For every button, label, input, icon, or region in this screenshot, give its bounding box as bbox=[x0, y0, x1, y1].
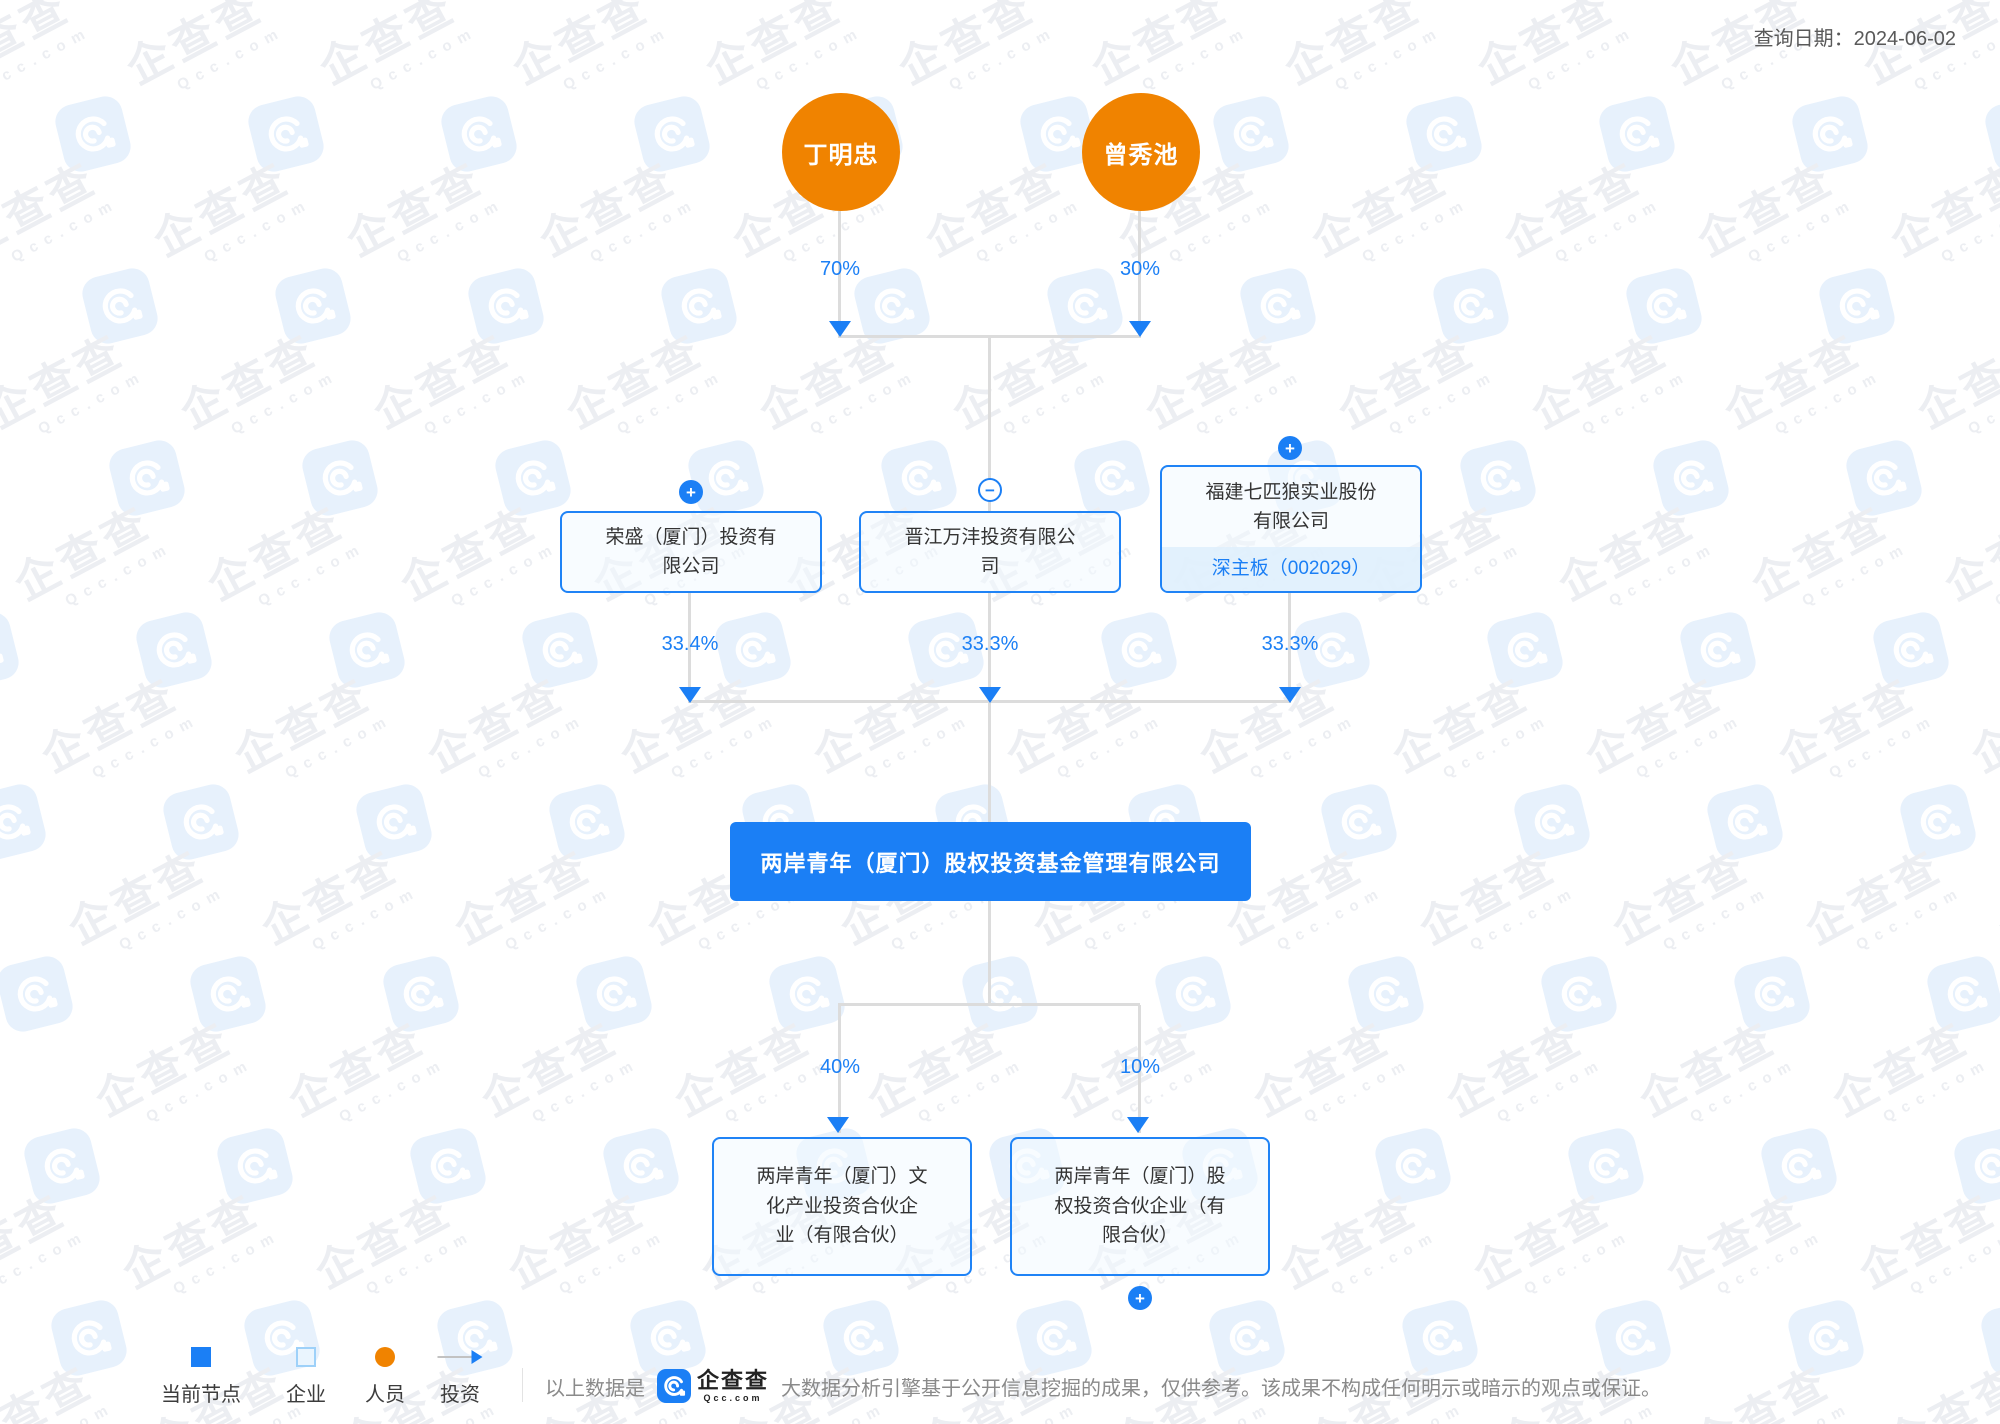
connector-line bbox=[838, 335, 1141, 338]
person-node-shareholder-1[interactable]: 丁明忠 bbox=[782, 93, 900, 211]
legend-investment: 投资 bbox=[437, 1347, 483, 1407]
arrow-down-icon bbox=[979, 687, 1001, 703]
connector-line bbox=[838, 1003, 1140, 1006]
listing-badge[interactable]: 深主板（002029） bbox=[1162, 547, 1420, 591]
arrow-down-icon bbox=[829, 321, 851, 337]
arrow-down-icon bbox=[679, 687, 701, 703]
disclaimer-text: 大数据分析引擎基于公开信息挖掘的成果，仅供参考。该成果不构成任何明示或暗示的观点… bbox=[781, 1377, 1662, 1400]
connector-line bbox=[1138, 1005, 1141, 1133]
query-date: 查询日期：2024-06-02 bbox=[1753, 28, 1956, 50]
share-percent-label: 33.3% bbox=[961, 633, 1019, 655]
expand-icon[interactable]: + bbox=[679, 480, 703, 504]
connector-line bbox=[1288, 593, 1291, 703]
current-node-swatch-icon bbox=[191, 1347, 211, 1367]
share-percent-label: 30% bbox=[1119, 258, 1161, 280]
share-percent-label: 40% bbox=[819, 1056, 861, 1078]
arrow-down-icon bbox=[1129, 321, 1151, 337]
share-percent-label: 33.3% bbox=[1261, 633, 1319, 655]
company-node-qipilang[interactable]: 福建七匹狼实业股份 有限公司 深主板（002029） bbox=[1160, 465, 1422, 593]
share-percent-label: 10% bbox=[1119, 1056, 1161, 1078]
legend-current-node: 当前节点 bbox=[161, 1347, 241, 1407]
legend-label: 当前节点 bbox=[161, 1384, 241, 1406]
qcc-logo-icon bbox=[657, 1369, 691, 1403]
disclaimer-footer: 以上数据是 企查查 Qcc.com 大数据分析引擎基于公开信息挖掘的成果，仅供参… bbox=[545, 1369, 1661, 1403]
person-node-shareholder-2[interactable]: 曾秀池 bbox=[1082, 93, 1200, 211]
disclaimer-prefix: 以上数据是 bbox=[545, 1377, 645, 1400]
connector-line bbox=[838, 1005, 841, 1133]
legend-label: 投资 bbox=[440, 1384, 480, 1406]
company-node-equity-partnership[interactable]: 两岸青年（厦门）股 权投资合伙企业（有 限合伙） bbox=[1010, 1137, 1270, 1276]
connector-line bbox=[988, 338, 991, 511]
arrow-down-icon bbox=[827, 1117, 849, 1133]
share-percent-label: 70% bbox=[819, 258, 861, 280]
qcc-brand-badge: 企查查 Qcc.com bbox=[657, 1369, 769, 1403]
company-node-jinjiangwanfeng[interactable]: 晋江万沣投资有限公 司 bbox=[859, 511, 1121, 593]
qcc-brand-name: 企查查 Qcc.com bbox=[697, 1367, 770, 1403]
arrow-down-icon bbox=[1127, 1117, 1149, 1133]
legend-label: 人员 bbox=[365, 1384, 405, 1406]
current-node-company[interactable]: 两岸青年（厦门）股权投资基金管理有限公司 bbox=[730, 822, 1251, 901]
legend-person: 人员 bbox=[365, 1347, 405, 1407]
connector-line bbox=[988, 901, 991, 1005]
share-percent-label: 33.4% bbox=[661, 633, 719, 655]
collapse-icon[interactable]: − bbox=[978, 478, 1002, 502]
company-node-culture-partnership[interactable]: 两岸青年（厦门）文 化产业投资合伙企 业（有限合伙） bbox=[712, 1137, 972, 1276]
person-swatch-icon bbox=[375, 1347, 395, 1367]
legend-label: 企业 bbox=[286, 1384, 326, 1406]
company-name: 福建七匹狼实业股份 有限公司 bbox=[1205, 481, 1377, 532]
connector-line bbox=[988, 703, 991, 822]
connector-line bbox=[1138, 211, 1141, 338]
connector-line bbox=[838, 211, 841, 338]
investment-arrow-icon bbox=[437, 1347, 483, 1367]
connector-line bbox=[988, 593, 991, 703]
connector-line bbox=[688, 593, 691, 703]
company-swatch-icon bbox=[296, 1347, 316, 1367]
company-node-rongsheng[interactable]: 荣盛（厦门）投资有 限公司 bbox=[560, 511, 822, 593]
legend-divider bbox=[522, 1368, 523, 1402]
legend-company: 企业 bbox=[286, 1347, 326, 1407]
expand-icon[interactable]: + bbox=[1278, 436, 1302, 460]
expand-icon[interactable]: + bbox=[1128, 1286, 1152, 1310]
arrow-down-icon bbox=[1279, 687, 1301, 703]
